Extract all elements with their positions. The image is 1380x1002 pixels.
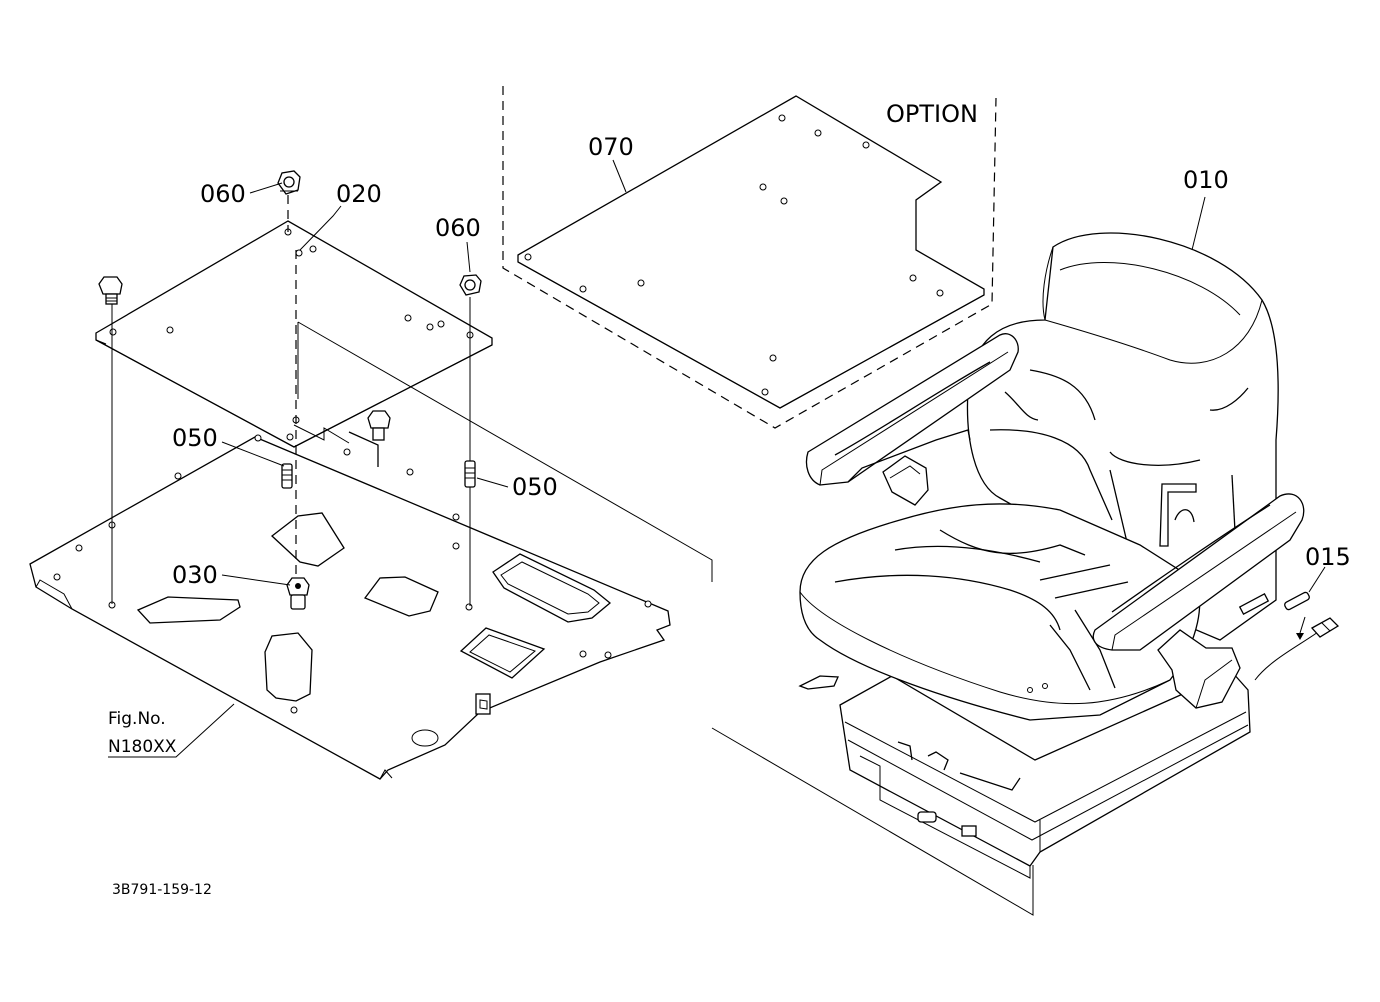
cabin-outline	[293, 321, 1034, 916]
spacer-icon	[281, 463, 293, 489]
seat-mounting-plate	[95, 220, 493, 448]
nut-icon	[459, 274, 482, 296]
part-label-060: 060	[200, 180, 246, 208]
operator-seat	[798, 232, 1319, 879]
bolt-icon	[286, 577, 310, 610]
part-label-020: 020	[336, 180, 382, 208]
part-label-060: 060	[435, 214, 481, 242]
part-label-070: 070	[588, 133, 634, 161]
fig-no-label: Fig.No.	[108, 709, 166, 729]
nut-icon	[277, 170, 301, 195]
part-label-050: 050	[512, 473, 558, 501]
bolt-icon	[367, 410, 391, 441]
part-label-015: 015	[1305, 543, 1351, 571]
option-plate	[502, 86, 997, 429]
seatbelt-buckle-icon	[1157, 629, 1241, 709]
bolt-icon	[98, 276, 123, 305]
option-label: OPTION	[886, 100, 978, 128]
floor-plate	[29, 431, 671, 780]
part-label-030: 030	[172, 561, 218, 589]
pin-icon	[1284, 591, 1310, 611]
connector-icon	[1310, 617, 1340, 638]
assembly-centerlines	[95, 195, 471, 606]
fig-no-value: N180XX	[108, 737, 177, 757]
part-label-010: 010	[1183, 166, 1229, 194]
drawing-code: 3B791-159-12	[112, 882, 212, 898]
spacer-icon	[464, 460, 476, 488]
connector-leader	[1299, 616, 1306, 634]
seatbelt-buckle-icon	[882, 455, 929, 506]
leader-lines	[108, 159, 1326, 758]
connector-arrow	[1296, 633, 1304, 640]
part-label-050: 050	[172, 424, 218, 452]
